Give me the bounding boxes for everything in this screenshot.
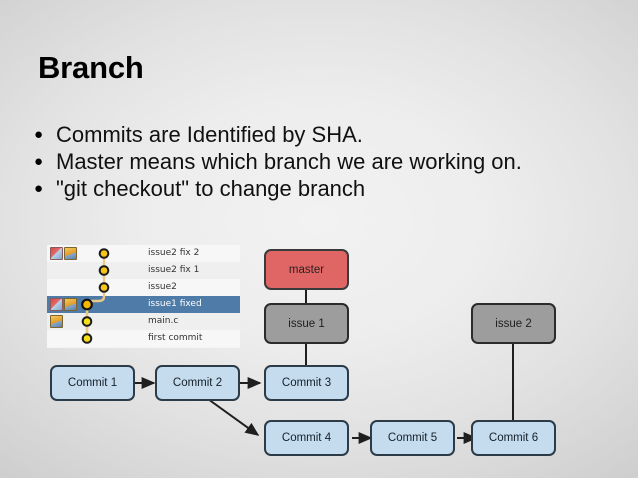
commit-message: first commit <box>148 333 203 343</box>
commit-node-1[interactable]: Commit 1 <box>50 365 135 401</box>
commit-node-6[interactable]: Commit 6 <box>471 420 556 456</box>
branch-label-master[interactable]: master <box>264 249 349 290</box>
bullet-text: "git checkout" to change branch <box>56 176 366 201</box>
bullet-dot-icon: ● <box>34 153 44 170</box>
commit-node-5[interactable]: Commit 5 <box>370 420 455 456</box>
row-icons <box>47 245 88 262</box>
commit-message: issue1 fixed <box>148 299 202 309</box>
branch-label-issue-2[interactable]: issue 2 <box>471 303 556 344</box>
branch-icon <box>64 247 77 260</box>
commit-node-3[interactable]: Commit 3 <box>264 365 349 401</box>
list-item[interactable]: issue2 fix 1 <box>47 262 240 279</box>
commit-node-4[interactable]: Commit 4 <box>264 420 349 456</box>
commit-message: issue2 fix 1 <box>148 265 200 275</box>
page-title: Branch <box>38 50 144 85</box>
list-item[interactable]: issue2 fix 2 <box>47 245 240 262</box>
bullet-text: Commits are Identified by SHA. <box>56 122 363 147</box>
commit-node-2[interactable]: Commit 2 <box>155 365 240 401</box>
list-item: ● Master means which branch we are worki… <box>30 148 620 175</box>
commit-message: main.c <box>148 316 179 326</box>
tag-icon <box>50 298 63 311</box>
branch-label-issue-1[interactable]: issue 1 <box>264 303 349 344</box>
commit-message: issue2 <box>148 282 177 292</box>
list-item: ● Commits are Identified by SHA. <box>30 121 620 148</box>
branch-icon <box>50 315 63 328</box>
list-item: ● "git checkout" to change branch <box>30 175 620 202</box>
bullet-dot-icon: ● <box>34 126 44 143</box>
tag-icon <box>50 247 63 260</box>
bullet-text: Master means which branch we are working… <box>56 149 522 174</box>
bullet-dot-icon: ● <box>34 180 44 197</box>
row-icons <box>47 296 88 313</box>
commit-message: issue2 fix 2 <box>148 248 200 258</box>
commit-log-panel[interactable]: issue2 fix 2 issue2 fix 1 issue2 issue1 … <box>47 245 240 348</box>
row-icons <box>47 313 88 330</box>
branch-icon <box>64 298 77 311</box>
bullet-list: ● Commits are Identified by SHA. ● Maste… <box>30 121 620 202</box>
